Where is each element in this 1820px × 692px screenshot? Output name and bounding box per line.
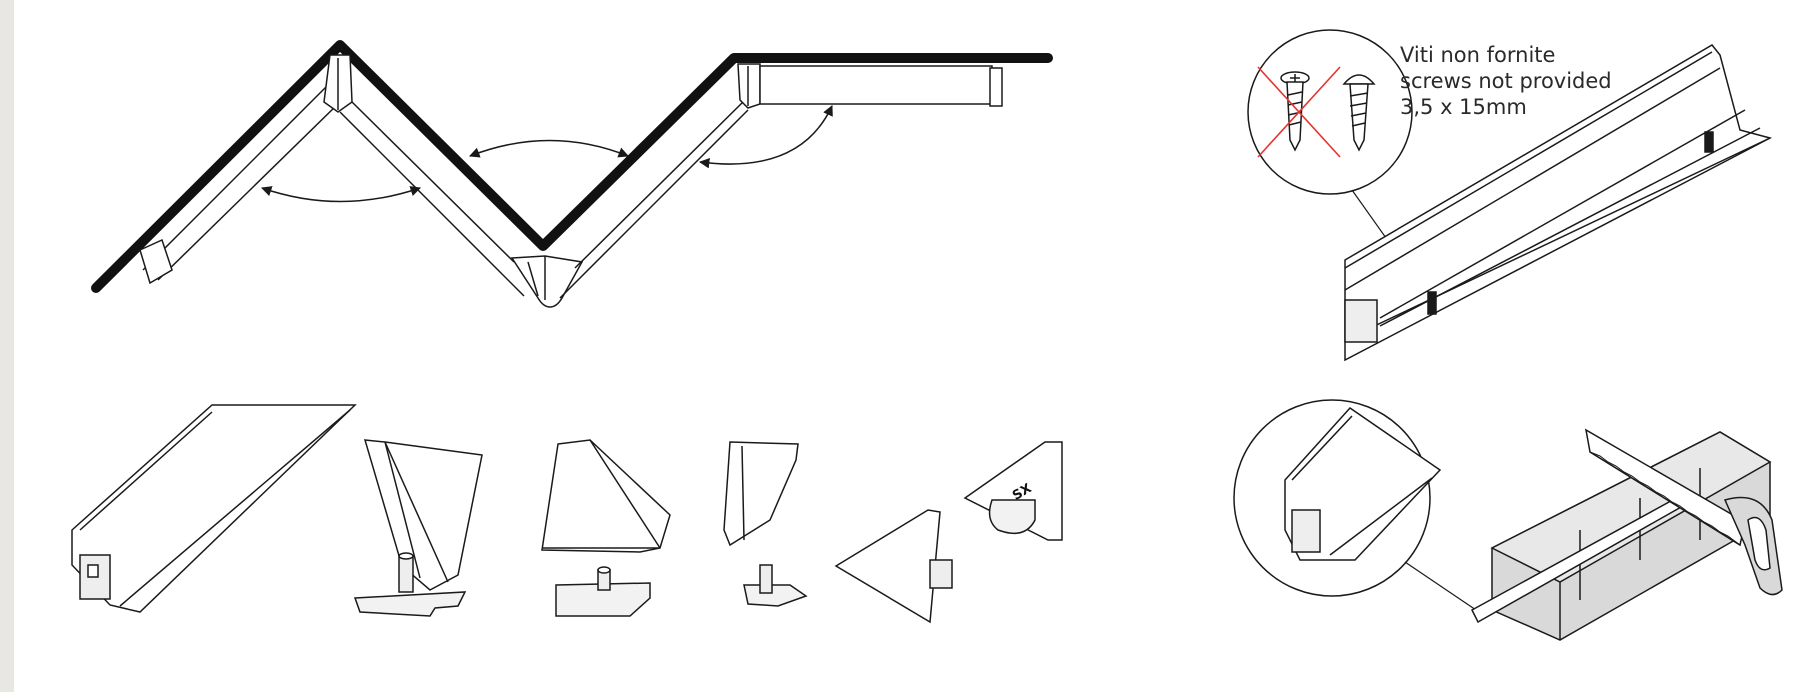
mounted-profile (1344, 44, 1773, 362)
wall-outline (91, 40, 1053, 293)
angle-arrow-1 (261, 186, 421, 203)
screw-detail (1247, 29, 1773, 362)
handsaw-icon (1584, 428, 1783, 596)
profile-segment-left (139, 74, 341, 285)
profile-segment-horizontal (759, 65, 1003, 107)
screw-callout-circle (1247, 29, 1413, 195)
small-corner-piece (723, 441, 808, 607)
end-cap-left (834, 509, 953, 624)
angle-arrow-3 (698, 105, 833, 169)
screws-note-line-2: screws not provided (1400, 69, 1612, 93)
corner-inside-1 (323, 54, 353, 113)
screws-note-line-1: Viti non fornite (1400, 43, 1556, 67)
screws-note-line-3: 3,5 x 15mm (1400, 95, 1527, 119)
profile-section-zoom (1284, 407, 1442, 561)
screws-note: Viti non fornite screws not provided 3,5… (1400, 42, 1612, 120)
components-row: SX (71, 404, 1063, 624)
corner-inside-2 (737, 63, 761, 109)
end-cap-right: SX (963, 441, 1063, 541)
inner-corner-piece (353, 439, 483, 617)
not-allowed-cross-icon (1257, 66, 1341, 158)
left-margin-strip (0, 0, 14, 692)
profile-segment-middle (339, 101, 525, 297)
angle-arrow-2 (469, 139, 629, 158)
corner-outside (510, 255, 584, 308)
zigzag-layout-diagram (91, 40, 1053, 308)
cutting-leader-line (1404, 561, 1477, 611)
profile-bar (71, 404, 357, 613)
outer-corner-piece (541, 439, 671, 617)
cutting-detail (1233, 399, 1783, 641)
pan-head-screw-icon (1342, 74, 1376, 152)
